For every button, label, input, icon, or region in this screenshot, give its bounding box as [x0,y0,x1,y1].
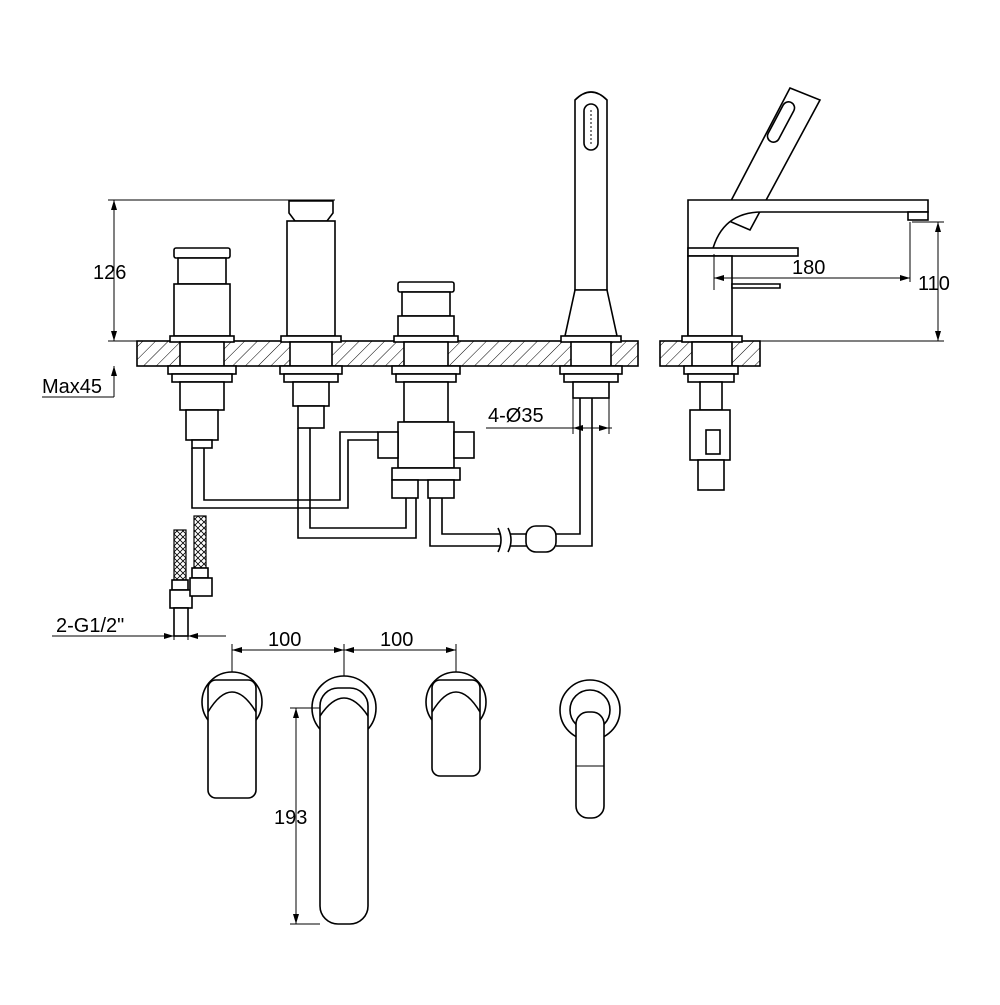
top-view [201,644,621,925]
dim-max45-label: Max45 [42,376,102,398]
hole-dimension [486,398,612,434]
hoses [169,398,593,637]
dim-hole-label: 4-Ø35 [488,405,544,427]
inlet-dimension [52,608,226,640]
dim-spacing-left-label: 100 [268,629,301,651]
dim-110-label: 110 [918,273,950,295]
dim-126-label: 126 [93,262,126,284]
height-dimension [42,199,335,398]
side-view [659,86,944,491]
left-valve-front [167,247,237,449]
diverter-front [377,281,475,499]
dim-180-label: 180 [792,257,825,279]
hand-shower-front [559,91,623,399]
dim-spacing-right-label: 100 [380,629,413,651]
dim-inlet-label: 2-G1/2" [56,615,124,637]
dim-193-label: 193 [274,807,307,829]
spout-front [279,200,343,429]
